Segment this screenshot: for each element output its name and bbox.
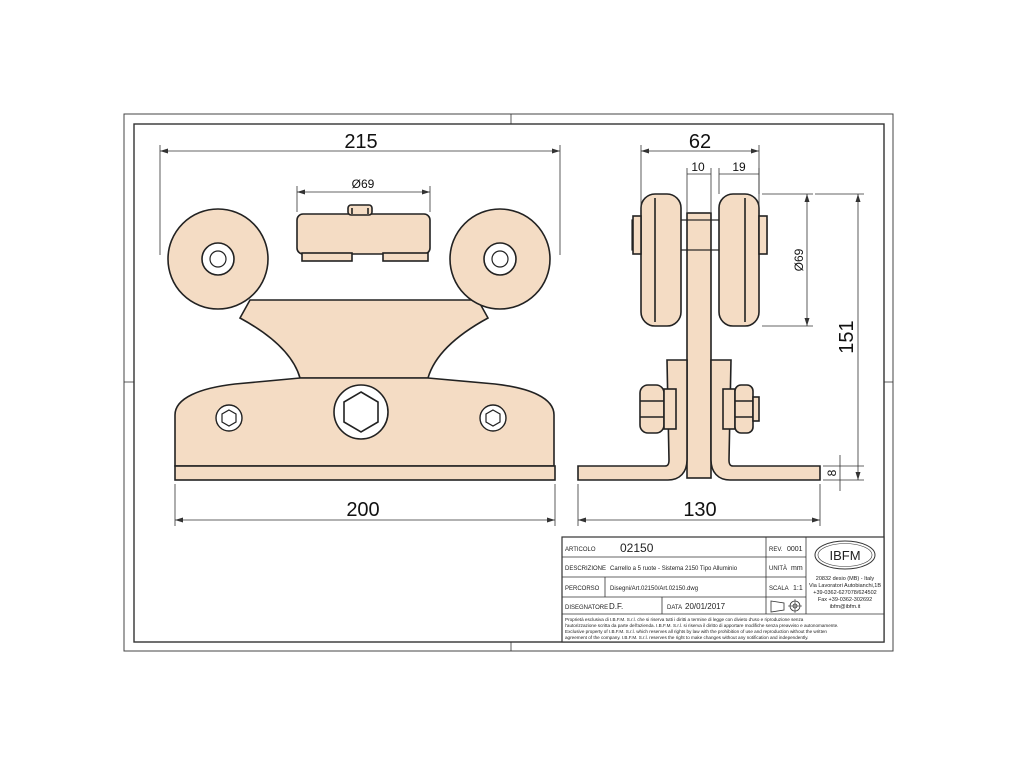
tb-percorso-label: PERCORSO [565, 586, 600, 592]
ibfm-logo: IBFM [814, 540, 876, 570]
front-roller-cap [347, 204, 373, 216]
tb-notice-4: agreement of the company. I.B.F.M. S.r.l… [565, 635, 808, 640]
side-right-wheel [718, 193, 760, 327]
tb-descrizione-value: Carrello a 5 ruote - Sistema 2150 Tipo A… [610, 566, 738, 572]
front-dimensions: 215 Ø69 200 [159, 131, 561, 526]
tb-address-2: Via Lavoratori Autobianchi,1B [809, 583, 881, 589]
side-right-bracket [710, 359, 821, 481]
tb-phone: +39-0362-627078/624502 [813, 590, 876, 596]
title-block: ARTICOLO 02150 REV. 0001 DESCRIZIONE Car… [561, 536, 885, 643]
side-left-nut [639, 384, 665, 434]
tb-notice-1: Proprietà esclusiva di I.B.F.M. S.r.l. c… [565, 617, 804, 622]
front-bracket-web [238, 299, 490, 379]
side-view [577, 193, 821, 481]
tb-scala-value: 1:1 [793, 585, 803, 592]
front-view [167, 204, 556, 481]
tb-disegnatore-value: D.F. [609, 602, 623, 611]
tb-descrizione-label: DESCRIZIONE [565, 566, 606, 572]
dim-side-width-top: 62 [689, 131, 711, 153]
tb-data-value: 20/01/2017 [685, 602, 726, 611]
side-left-wheel [640, 193, 682, 327]
side-right-nut [734, 384, 754, 434]
tb-data-label: DATA [667, 605, 682, 611]
sheet-inner-border [133, 123, 885, 643]
dim-front-wheel-dia: Ø69 [352, 177, 375, 191]
dim-side-gap-b: 19 [732, 160, 746, 174]
tb-rev-value: 0001 [787, 546, 803, 553]
dim-side-width-bottom: 130 [683, 499, 716, 521]
tb-articolo-value: 02150 [620, 541, 654, 555]
dim-side-height: 151 [836, 320, 858, 353]
tb-articolo-label: ARTICOLO [565, 547, 596, 553]
side-dimensions: 62 10 19 Ø69 151 8 130 [577, 131, 864, 526]
tb-unita-value: mm [791, 565, 803, 572]
tb-scala-label: SCALA [769, 586, 789, 592]
tb-email: ibfm@ibfm.it [830, 604, 861, 610]
tb-rev-label: REV. [769, 547, 783, 553]
tb-disegnatore-label: DISEGNATORE [565, 605, 608, 611]
front-left-bolt [215, 404, 243, 432]
tb-notice-3: Exclusive property of I.B.F.M. S.r.l. wh… [565, 629, 827, 634]
logo-text: IBFM [829, 548, 860, 563]
dim-front-width-top: 215 [344, 131, 377, 153]
front-left-wheel-hub [201, 242, 235, 276]
front-right-wheel-hub [483, 242, 517, 276]
front-right-bolt [479, 404, 507, 432]
side-left-bracket [577, 359, 688, 481]
dim-side-base-thickness: 8 [825, 469, 839, 476]
front-base-plate [174, 465, 556, 481]
projection-symbol-icon [770, 599, 802, 613]
sheet-outer-border [123, 113, 894, 652]
dim-side-wheel-dia: Ø69 [792, 248, 806, 271]
tb-fax: Fax +39-0362-302692 [818, 597, 872, 603]
tb-percorso-value: Disegni/Art.02150/Art.02150.dwg [610, 586, 698, 592]
side-center-plate [686, 212, 712, 479]
dim-front-width-bottom: 200 [346, 499, 379, 521]
tb-notice-2: l'autorizzazione scritta da parte dell'a… [565, 623, 838, 628]
dim-side-gap-a: 10 [691, 160, 705, 174]
tb-unita-label: UNITÀ [769, 565, 787, 572]
tb-address-1: 20832 desio (MB) - Italy [816, 576, 875, 582]
front-center-nut [333, 384, 389, 440]
front-center-roller [296, 213, 431, 255]
